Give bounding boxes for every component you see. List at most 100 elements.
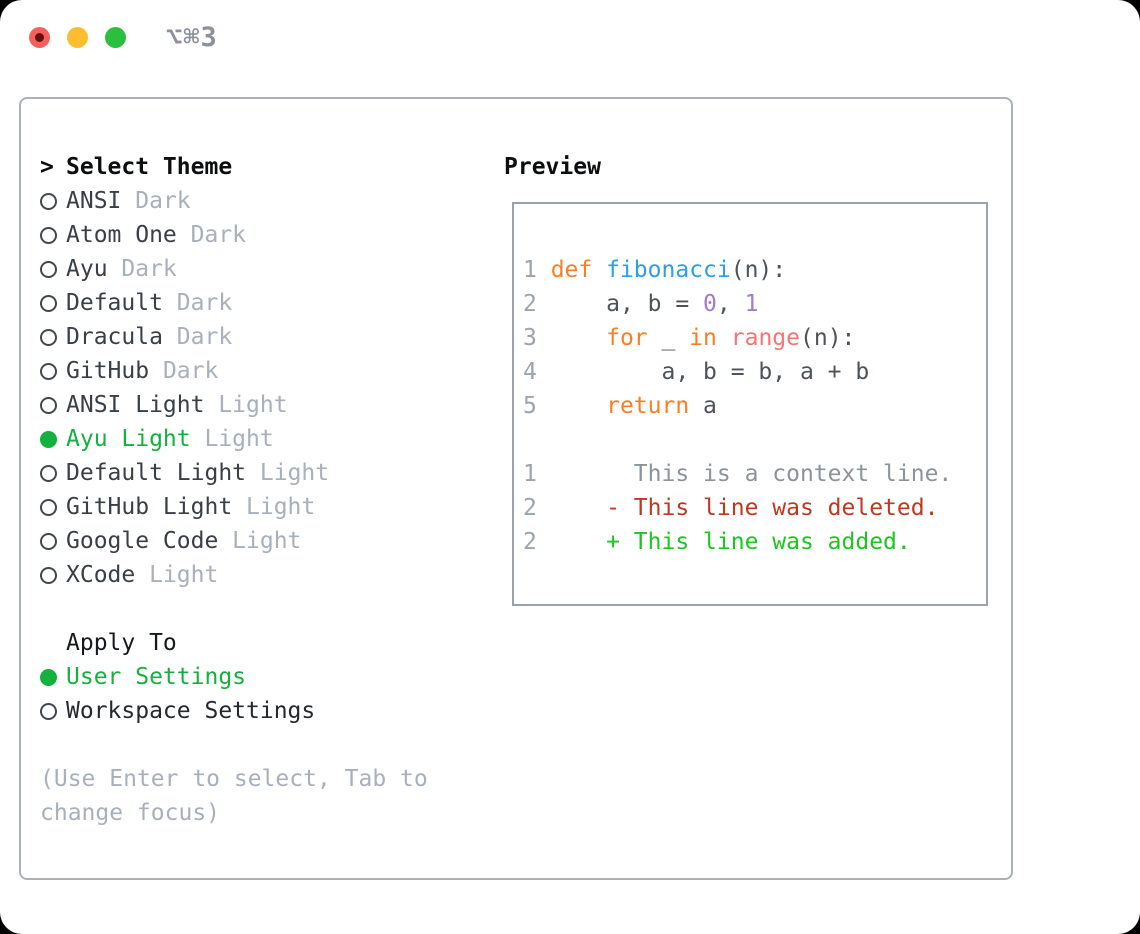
theme-name: Google Code [66, 528, 233, 554]
apply-to-header: Apply To [40, 626, 485, 660]
radio-icon [40, 192, 57, 210]
radio-icon [40, 362, 57, 380]
code-token: 0 [703, 291, 717, 317]
radio-icon [40, 532, 57, 550]
theme-name: Default [66, 290, 177, 316]
radio-icon [40, 328, 57, 346]
apply-option-workspace-settings[interactable]: Workspace Settings [40, 694, 485, 728]
code-line: 2 - This line was deleted. [523, 491, 986, 525]
code-token: _ [647, 325, 690, 351]
select-theme-header: > Select Theme [40, 150, 485, 184]
spacer [40, 592, 485, 626]
code-token: def [550, 257, 593, 283]
radio-icon [40, 498, 57, 516]
theme-name: XCode [66, 562, 150, 588]
radio-marker [40, 532, 66, 550]
titlebar: ⌥⌘3 [0, 0, 1140, 97]
traffic-lights [29, 27, 126, 48]
theme-option-xcode[interactable]: XCode Light [40, 558, 485, 592]
code-token: fibonacci [606, 257, 731, 283]
code-line: 1 def fibonacci(n): [523, 253, 986, 287]
apply-option-user-settings[interactable]: User Settings [40, 660, 485, 694]
theme-option-ansi-light[interactable]: ANSI Light Light [40, 388, 485, 422]
theme-option-ayu[interactable]: Ayu Dark [40, 252, 485, 286]
code-token: in [689, 325, 717, 351]
theme-option-dracula[interactable]: Dracula Dark [40, 320, 485, 354]
theme-option-ayu-light[interactable]: Ayu Light Light [40, 422, 485, 456]
code-token: a [689, 393, 717, 419]
radio-icon [40, 702, 57, 720]
line-number: 1 [523, 257, 551, 283]
radio-selected-icon [40, 668, 57, 686]
close-button[interactable] [29, 27, 50, 48]
radio-marker [40, 702, 66, 720]
code-token [717, 325, 731, 351]
code-line: 2 + This line was added. [523, 525, 986, 559]
code-token: This is a context line. [550, 461, 953, 487]
theme-option-github-light[interactable]: GitHub Light Light [40, 490, 485, 524]
theme-option-google-code[interactable]: Google Code Light [40, 524, 485, 558]
theme-option-atom-one[interactable]: Atom One Dark [40, 218, 485, 252]
theme-variant: Light [246, 494, 316, 520]
code-token: a, b = [550, 291, 704, 317]
theme-option-ansi[interactable]: ANSI Dark [40, 184, 485, 218]
theme-variant: Light [259, 460, 330, 486]
theme-name: Atom One [66, 222, 191, 248]
line-number: 4 [523, 359, 551, 385]
theme-variant: Dark [162, 358, 219, 384]
prompt-caret-icon: > [40, 154, 54, 180]
theme-option-github[interactable]: GitHub Dark [40, 354, 485, 388]
code-token: range [730, 325, 800, 351]
code-token: a, b = b, a + b [550, 359, 870, 385]
theme-name: Default Light [66, 460, 260, 486]
theme-name: GitHub [66, 358, 163, 384]
radio-marker [40, 328, 66, 346]
radio-marker [40, 362, 66, 380]
line-number: 2 [523, 529, 551, 555]
apply-option-label: Workspace Settings [66, 698, 316, 724]
theme-variant: Light [204, 426, 274, 452]
code-token: for [606, 325, 648, 351]
theme-variant: Dark [121, 256, 177, 282]
theme-option-default-light[interactable]: Default Light Light [40, 456, 485, 490]
radio-marker [40, 294, 66, 312]
maximize-button[interactable] [105, 27, 126, 48]
code-line: 3 for _ in range(n): [523, 321, 986, 355]
code-token: 1 [744, 291, 759, 317]
radio-icon [40, 396, 57, 414]
radio-icon [40, 260, 57, 278]
code-token [551, 393, 606, 419]
window-title-shortcut: ⌥⌘3 [166, 22, 218, 53]
theme-name: ANSI Light [66, 392, 219, 418]
theme-name: Ayu Light [66, 426, 205, 452]
code-token: + This line was added. [550, 529, 911, 555]
spacer [40, 728, 485, 762]
theme-option-default[interactable]: Default Dark [40, 286, 485, 320]
radio-selected-icon [40, 430, 57, 448]
radio-marker [40, 464, 66, 482]
radio-icon [40, 464, 57, 482]
code-line: 1 This is a context line. [523, 457, 986, 491]
radio-marker [40, 192, 66, 210]
minimize-button[interactable] [67, 27, 88, 48]
code-token: , [716, 291, 745, 317]
radio-marker [40, 668, 66, 686]
radio-marker [40, 498, 66, 516]
theme-variant: Dark [176, 324, 233, 350]
radio-icon [40, 566, 57, 584]
line-number: 1 [523, 461, 551, 487]
code-line: 4 a, b = b, a + b [523, 355, 986, 389]
line-number: 2 [523, 291, 551, 317]
apply-to-title: Apply To [66, 630, 177, 656]
code-token: (n): [800, 325, 856, 351]
apply-option-label: User Settings [66, 664, 247, 690]
theme-variant: Dark [135, 188, 191, 214]
code-token: - This line was deleted. [550, 495, 939, 521]
radio-marker [40, 430, 66, 448]
